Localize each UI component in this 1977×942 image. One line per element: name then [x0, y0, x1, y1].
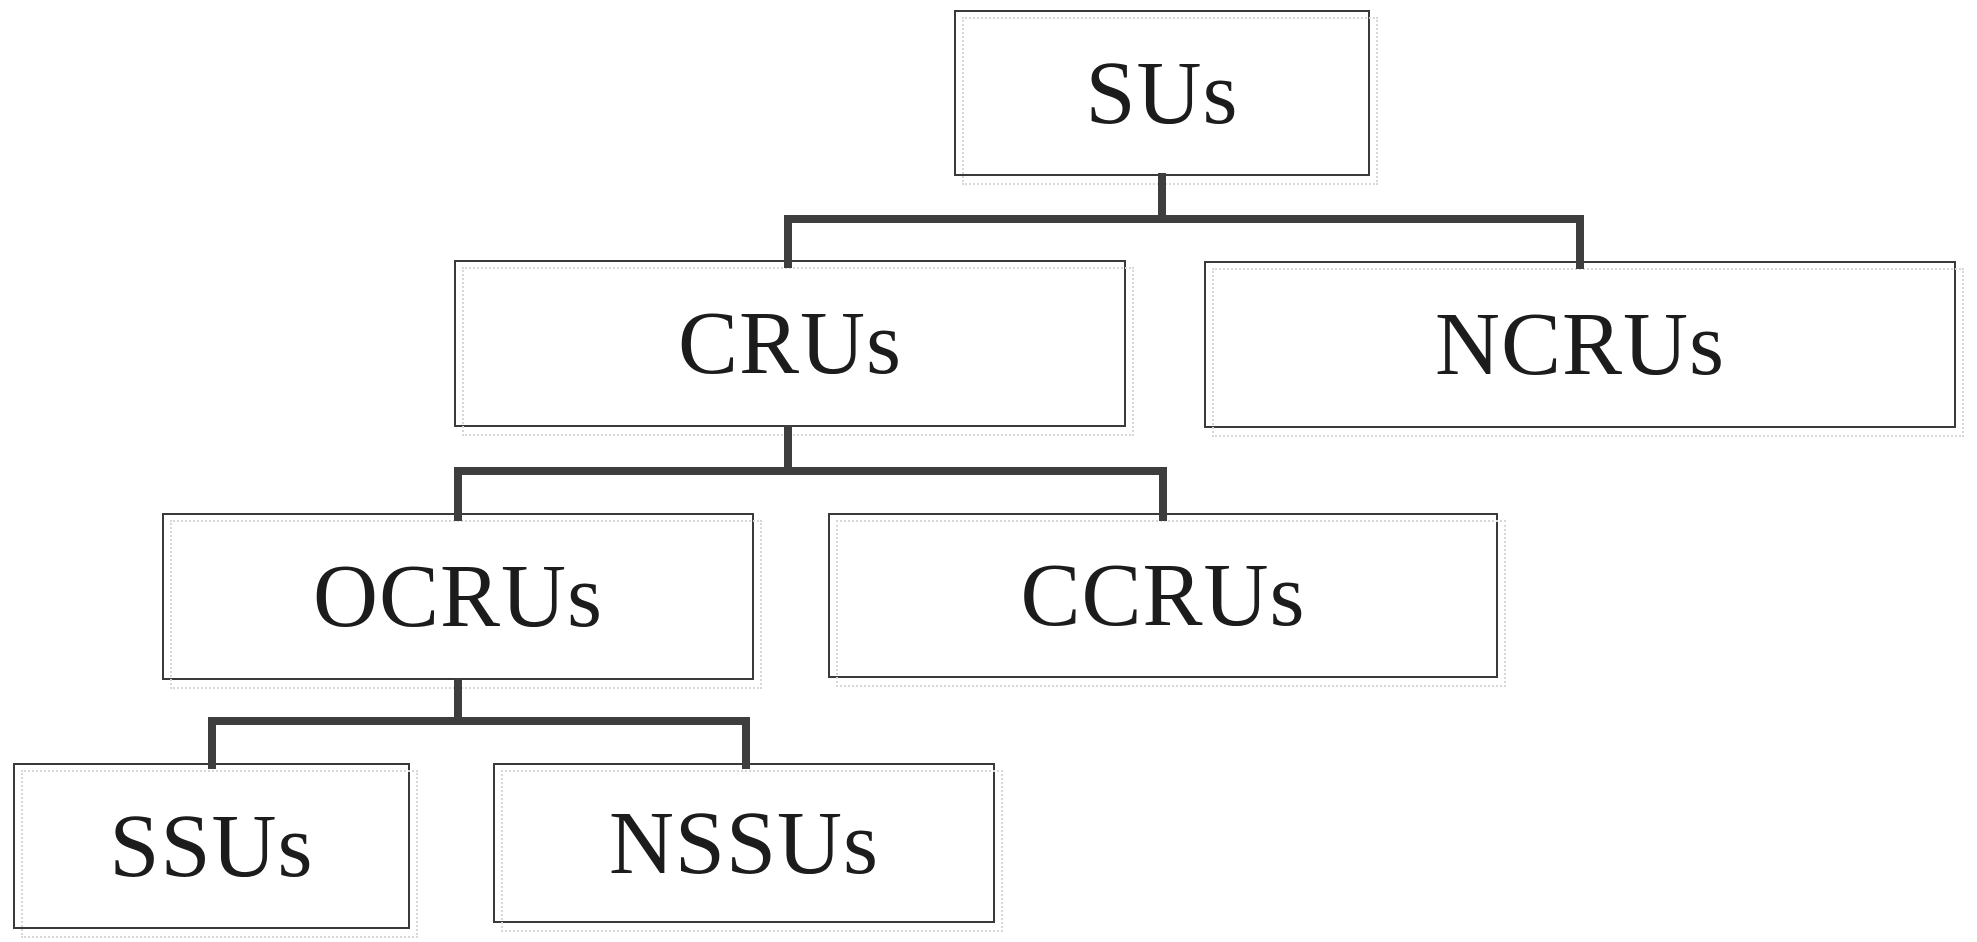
edge-drop-ncrus	[1576, 215, 1584, 269]
edge-drop-ocrus	[454, 467, 462, 521]
node-sus: SUs	[954, 10, 1378, 185]
node-ssus: SSUs	[13, 763, 418, 938]
node-label: NSSUs	[608, 793, 880, 893]
node-crus: CRUs	[454, 260, 1134, 436]
node-ccrus: CCRUs	[828, 513, 1506, 687]
node-label: SSUs	[109, 796, 314, 896]
node-ocrus: OCRUs	[162, 513, 762, 689]
node-ncrus: NCRUs	[1204, 261, 1964, 437]
edge-drop-crus	[784, 215, 792, 268]
edge-level1-horizontal	[784, 215, 1584, 223]
node-label: SUs	[1085, 43, 1239, 143]
edge-drop-ssus	[208, 717, 216, 769]
edge-drop-nssus	[742, 717, 750, 769]
node-label: NCRUs	[1434, 295, 1726, 394]
edge-level2-horizontal	[454, 467, 1167, 475]
node-label: CRUs	[677, 294, 903, 393]
node-label: CCRUs	[1020, 546, 1306, 645]
edge-crus-stem	[784, 425, 792, 475]
edge-drop-ccrus	[1159, 467, 1167, 521]
node-nssus: NSSUs	[493, 763, 1003, 932]
node-label: OCRUs	[312, 547, 604, 646]
edge-level3-horizontal	[208, 717, 750, 725]
edge-ocrus-stem	[454, 678, 462, 725]
edge-sus-stem	[1158, 173, 1166, 223]
